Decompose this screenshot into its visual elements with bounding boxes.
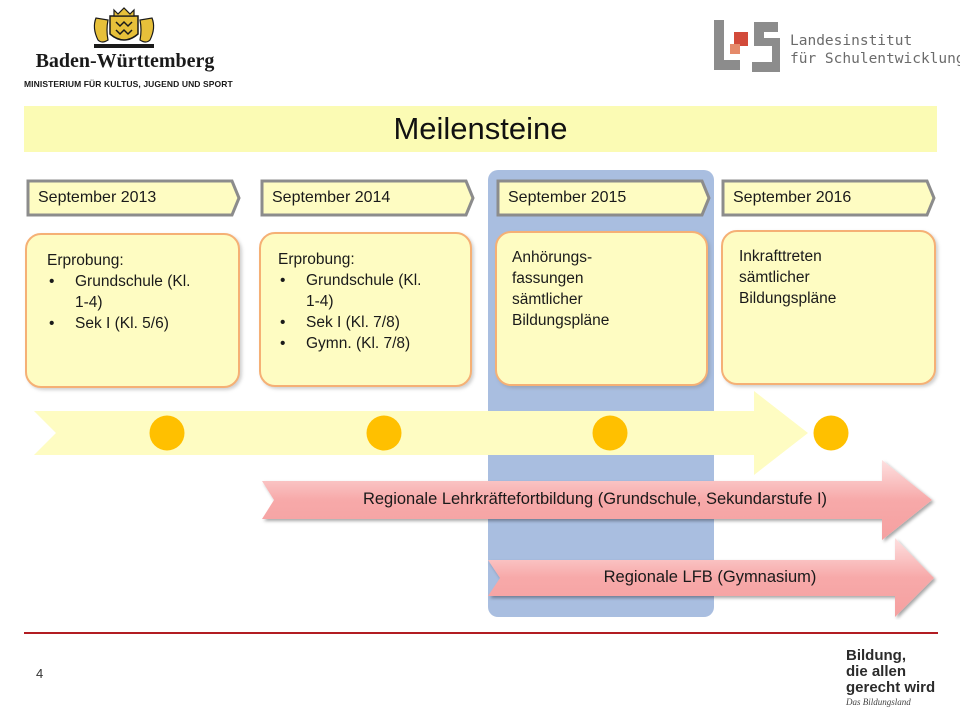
ribbon-label-2: Regionale LFB (Gymnasium) <box>603 568 817 586</box>
card-heading: Erprobung: <box>278 251 355 268</box>
slogan-line: die allen <box>846 663 907 680</box>
title-banner <box>24 106 937 152</box>
ls-logo-icon <box>714 20 780 72</box>
ribbon-arrow-2 <box>488 538 934 617</box>
card-line: Anhörungs- <box>512 249 593 266</box>
timeline-arrow <box>34 391 808 475</box>
milestone-dot-2015 <box>592 415 628 451</box>
milestone-dot-2013 <box>149 415 185 451</box>
card-line: fassungen <box>512 270 584 287</box>
list-item: Sek I (Kl. 7/8) <box>278 312 464 333</box>
card-heading: Erprobung: <box>47 252 124 269</box>
slogan: Bildung, die allen gerecht wird <box>846 648 935 696</box>
ls-name: Landesinstitut für Schulentwicklung <box>790 32 960 68</box>
milestone-card-2013: Erprobung: Grundschule (Kl. 1-4) Sek I (… <box>25 233 240 388</box>
card-line: Bildungspläne <box>739 290 837 307</box>
list-item: Grundschule (Kl. 1-4) <box>47 271 205 313</box>
date-text: September 2016 <box>733 189 852 206</box>
card-line: Bildungspläne <box>512 312 610 329</box>
milestone-card-2016: Inkrafttreten sämtlicher Bildungspläne <box>721 230 936 385</box>
ribbon-label-1: Regionale Lehrkräftefortbildung (Grundsc… <box>362 490 828 508</box>
date-label-2013: September 2013 <box>26 179 241 217</box>
card-line: sämtlicher <box>512 291 583 308</box>
card-line: sämtlicher <box>739 269 810 286</box>
ls-name-line2: für Schulentwicklung <box>790 51 960 67</box>
list-item: Gymn. (Kl. 7/8) <box>278 333 464 354</box>
list-item: Grundschule (Kl. 1-4) <box>278 270 436 312</box>
card-list: Grundschule (Kl. 1-4) Sek I (Kl. 7/8) Gy… <box>278 270 464 354</box>
footer-divider <box>24 632 938 634</box>
page-number: 4 <box>36 666 44 681</box>
date-label-2015: September 2015 <box>496 179 711 217</box>
ribbons <box>262 460 934 617</box>
milestone-card-2014: Erprobung: Grundschule (Kl. 1-4) Sek I (… <box>259 232 472 387</box>
date-text: September 2015 <box>508 189 627 206</box>
slogan-sub: Das Bildungsland <box>846 697 911 707</box>
card-list: Grundschule (Kl. 1-4) Sek I (Kl. 5/6) <box>47 271 230 334</box>
slogan-line: gerecht wird <box>846 679 936 696</box>
page-title: Meilensteine <box>393 111 568 146</box>
date-text: September 2014 <box>272 189 391 206</box>
bw-name: Baden-Württemberg <box>35 50 215 72</box>
date-label-2016: September 2016 <box>721 179 936 217</box>
date-label-2014: September 2014 <box>260 179 475 217</box>
timeline <box>34 391 849 475</box>
slogan-line: Bildung, <box>846 647 906 664</box>
bw-ministry: MINISTERIUM FÜR KULTUS, JUGEND UND SPORT <box>24 79 233 89</box>
date-text: September 2013 <box>38 189 157 206</box>
ribbon-arrow-1 <box>262 460 932 540</box>
milestone-dot-2014 <box>366 415 402 451</box>
ls-name-line1: Landesinstitut <box>790 33 913 49</box>
bw-crest-icon <box>93 7 155 48</box>
milestone-dot-2016 <box>813 415 849 451</box>
card-line: Inkrafttreten <box>739 248 822 265</box>
milestone-card-2015: Anhörungs- fassungen sämtlicher Bildungs… <box>495 231 708 386</box>
list-item: Sek I (Kl. 5/6) <box>47 313 230 334</box>
